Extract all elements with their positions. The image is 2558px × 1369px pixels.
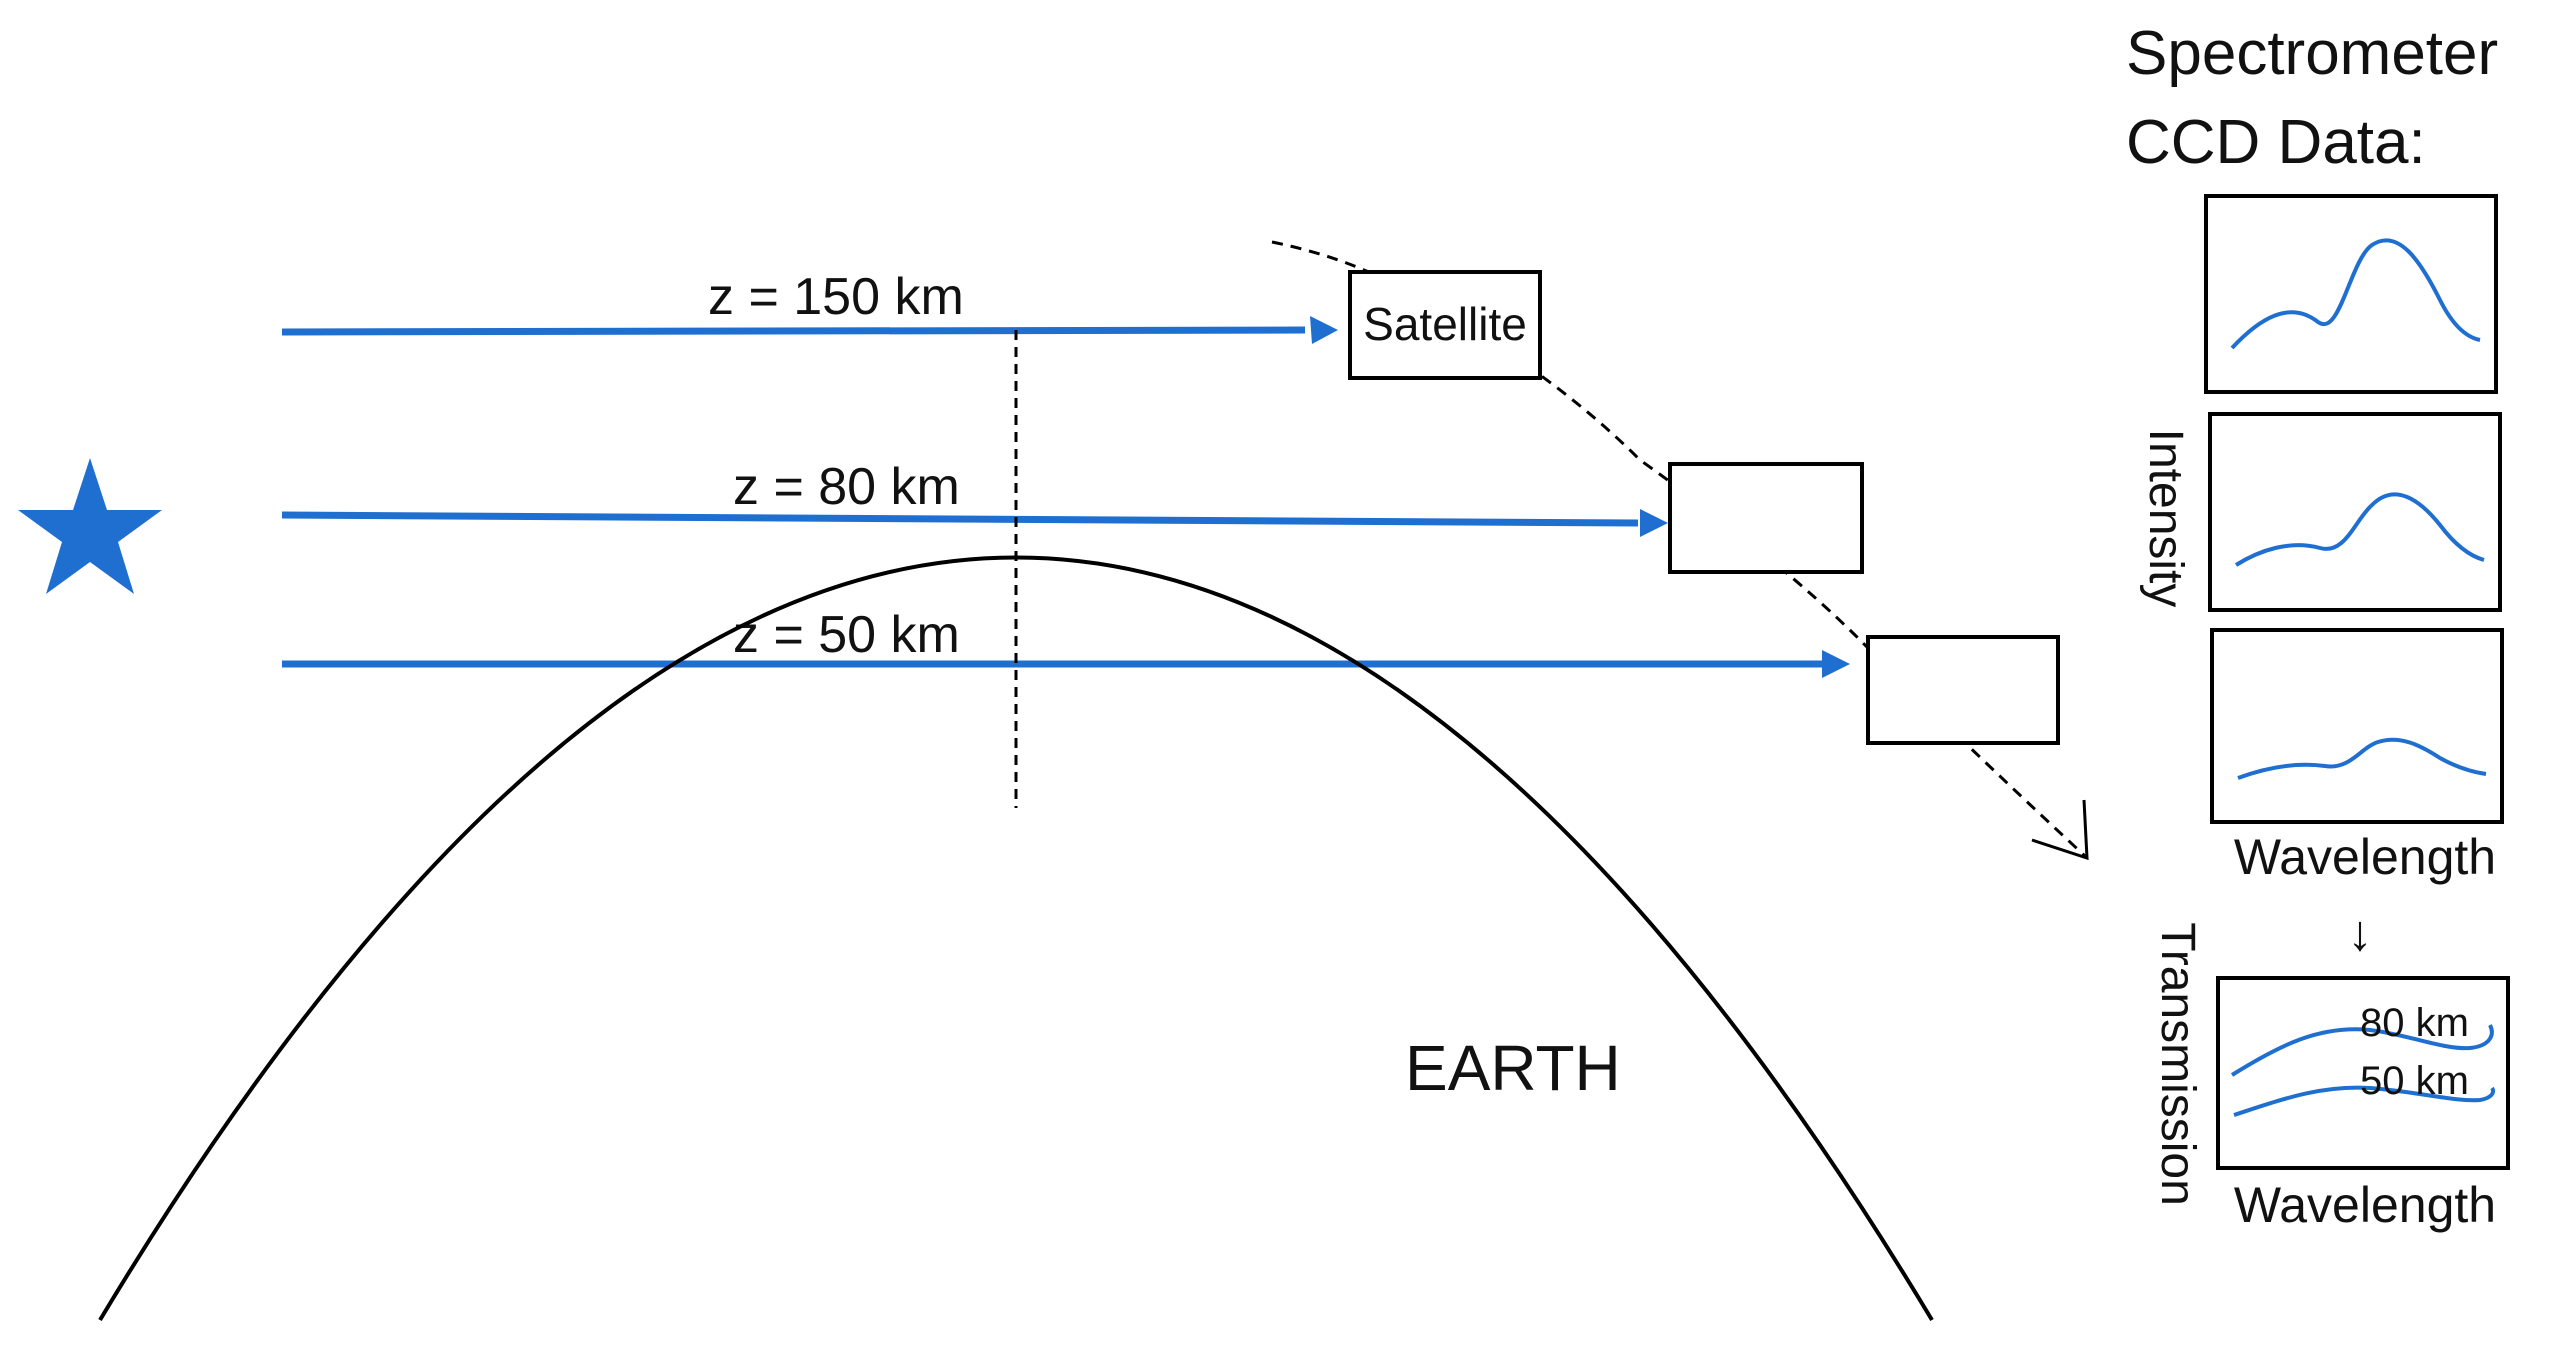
panel-title-line2: CCD Data: (2126, 108, 2426, 177)
satellite-box-150km (1348, 270, 1542, 380)
intensity-plot-150km (2204, 194, 2498, 394)
intensity-curve-80km (2234, 492, 2485, 567)
beam-80km-arrowhead (1640, 509, 1668, 537)
intensity-plot-80km (2208, 412, 2502, 612)
altitude-label-50: z = 50 km (733, 606, 960, 664)
satellite-label: Satellite (1363, 298, 1527, 350)
altitude-label-150: z = 150 km (708, 268, 964, 326)
transmission-curve-label-80: 80 km (2360, 1001, 2469, 1045)
earth-label: EARTH (1405, 1032, 1621, 1104)
panel-title-line1: Spectrometer (2126, 19, 2498, 88)
altitude-label-80: z = 80 km (733, 458, 960, 516)
orbit-arrowhead (2031, 799, 2089, 861)
beam-50km-arrowhead (1822, 650, 1850, 678)
wavelength-axis-label-top: Wavelength (2234, 829, 2496, 885)
satellite-box-80km (1668, 462, 1864, 574)
earth-surface (98, 555, 1934, 1322)
beam-150km (281, 326, 1306, 336)
intensity-curve-150km (2230, 238, 2481, 350)
beam-80km (281, 511, 1639, 527)
transmission-plot (2216, 976, 2510, 1170)
transmission-curve-80km (2230, 1024, 2494, 1077)
beam-150km-arrowhead (1310, 316, 1338, 344)
transmission-curve-50km (2233, 1085, 2496, 1117)
star-icon (18, 458, 162, 594)
intensity-plot-50km (2210, 628, 2504, 824)
satellite-box-50km (1866, 635, 2060, 745)
transmission-axis-label: Transmission (2151, 922, 2204, 1206)
wavelength-axis-label-bottom: Wavelength (2234, 1177, 2496, 1233)
intensity-curve-50km (2237, 737, 2487, 780)
intensity-axis-label: Intensity (2139, 429, 2192, 608)
down-arrow: ↓ (2348, 905, 2373, 961)
transmission-curve-label-50: 50 km (2360, 1059, 2469, 1103)
